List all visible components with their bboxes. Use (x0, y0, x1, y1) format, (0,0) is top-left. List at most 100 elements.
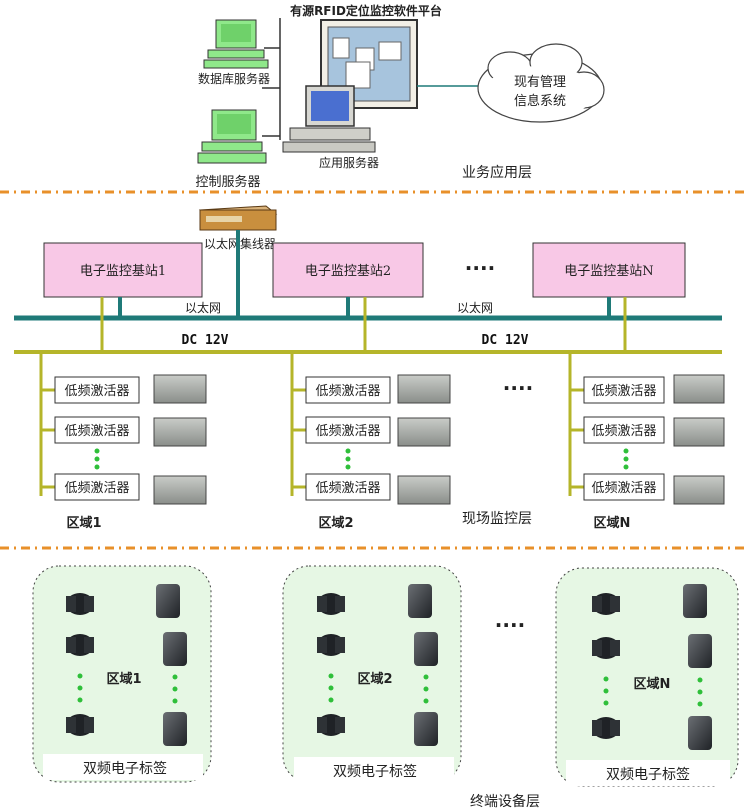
tag-label-box (294, 757, 454, 783)
more-dot (172, 686, 178, 692)
wristband-tag-icon (317, 593, 345, 615)
more-dot (172, 674, 178, 680)
wristband-tag-icon (592, 637, 620, 659)
base-station-2 (272, 242, 424, 298)
activator-box (305, 473, 391, 501)
activator-device-icon (153, 475, 207, 505)
activator-device-icon (673, 475, 725, 505)
ellipsis-dots: ···· (503, 376, 533, 400)
cloud-label-line1: 现有管理 (514, 75, 566, 90)
activator-box (583, 416, 665, 444)
activator-label: 低频激活器 (64, 481, 129, 496)
more-dot (172, 698, 178, 704)
ethernet-label-right: 以太网 (457, 300, 493, 315)
tag-label-box (566, 760, 730, 786)
terminal-zone-2-label: 区域2 (357, 671, 392, 687)
activator-device-icon (397, 417, 451, 447)
more-dot (697, 677, 703, 683)
activator-device-icon (153, 374, 207, 404)
more-dot (94, 456, 100, 462)
more-dot (697, 689, 703, 695)
ethernet-label-left: 以太网 (185, 300, 221, 315)
application-server-label: 应用服务器 (319, 155, 379, 170)
ellipsis-dots: ···· (495, 613, 525, 637)
terminal-tag-label: 双频电子标签 (333, 763, 417, 780)
activator-label: 低频激活器 (591, 481, 656, 496)
field-layer-label: 现场监控层 (462, 511, 532, 527)
more-dot (94, 448, 100, 454)
wristband-tag-icon (66, 593, 94, 615)
base-station-n-label: 电子监控基站N (564, 264, 653, 279)
more-dot (423, 698, 429, 704)
control-server-label: 控制服务器 (195, 174, 260, 190)
dc-label-left: DC 12V (182, 333, 229, 348)
more-dot (423, 674, 429, 680)
board-note (345, 61, 371, 89)
wristband-tag-icon (317, 714, 345, 736)
ellipsis-dots: ···· (465, 256, 495, 280)
board-note (378, 41, 402, 61)
more-dot (77, 685, 83, 691)
activator-device-icon (673, 417, 725, 447)
cloud-icon (477, 43, 605, 123)
activator-device-icon (397, 475, 451, 505)
card-tag-icon (408, 584, 432, 618)
activator-device-icon (397, 374, 451, 404)
terminal-tag-label: 双频电子标签 (83, 760, 167, 777)
card-tag-icon (163, 712, 187, 746)
more-dot (345, 464, 351, 470)
terminal-tag-label: 双频电子标签 (606, 766, 690, 783)
activator-device-icon (153, 417, 207, 447)
activator-label: 低频激活器 (591, 384, 656, 399)
more-dot (328, 673, 334, 679)
card-tag-icon (163, 632, 187, 666)
control-server-icon (197, 109, 267, 164)
more-dot (345, 456, 351, 462)
activator-box (54, 416, 140, 444)
more-dot (623, 448, 629, 454)
activator-label: 低频激活器 (64, 424, 129, 439)
more-dot (623, 464, 629, 470)
activator-label: 低频激活器 (64, 384, 129, 399)
card-tag-icon (683, 584, 707, 618)
wristband-tag-icon (66, 714, 94, 736)
card-tag-icon (156, 584, 180, 618)
more-dot (77, 673, 83, 679)
more-dot (697, 701, 703, 707)
business-layer-label: 业务应用层 (462, 164, 532, 181)
database-server-label: 数据库服务器 (198, 71, 270, 86)
card-tag-icon (688, 634, 712, 668)
more-dot (603, 688, 609, 694)
card-tag-icon (414, 632, 438, 666)
more-dot (328, 685, 334, 691)
activator-label: 低频激活器 (315, 481, 380, 496)
more-dot (328, 697, 334, 703)
ethernet-switch-icon (198, 205, 278, 231)
activator-box (54, 376, 140, 404)
card-tag-icon (414, 712, 438, 746)
zone-n-label: 区域N (594, 515, 631, 531)
activator-label: 低频激活器 (315, 424, 380, 439)
activator-device-icon (673, 374, 725, 404)
more-dot (603, 700, 609, 706)
database-server-icon (203, 19, 269, 69)
platform-title: 有源RFID定位监控软件平台 (290, 3, 442, 18)
wristband-tag-icon (592, 717, 620, 739)
activator-box (305, 416, 391, 444)
terminal-layer-label: 终端设备层 (470, 793, 540, 810)
activator-label: 低频激活器 (315, 384, 380, 399)
base-station-1-label: 电子监控基站1 (80, 264, 166, 279)
more-dot (603, 676, 609, 682)
activator-box (583, 376, 665, 404)
zone-1-label: 区域1 (66, 515, 101, 531)
cloud-label-line2: 信息系统 (514, 93, 566, 109)
more-dot (623, 456, 629, 462)
activator-label: 低频激活器 (591, 424, 656, 439)
board-note (332, 37, 350, 59)
wristband-tag-icon (66, 634, 94, 656)
zone-2-label: 区域2 (318, 515, 353, 531)
activator-box (54, 473, 140, 501)
more-dot (345, 448, 351, 454)
base-station-n (532, 242, 686, 298)
